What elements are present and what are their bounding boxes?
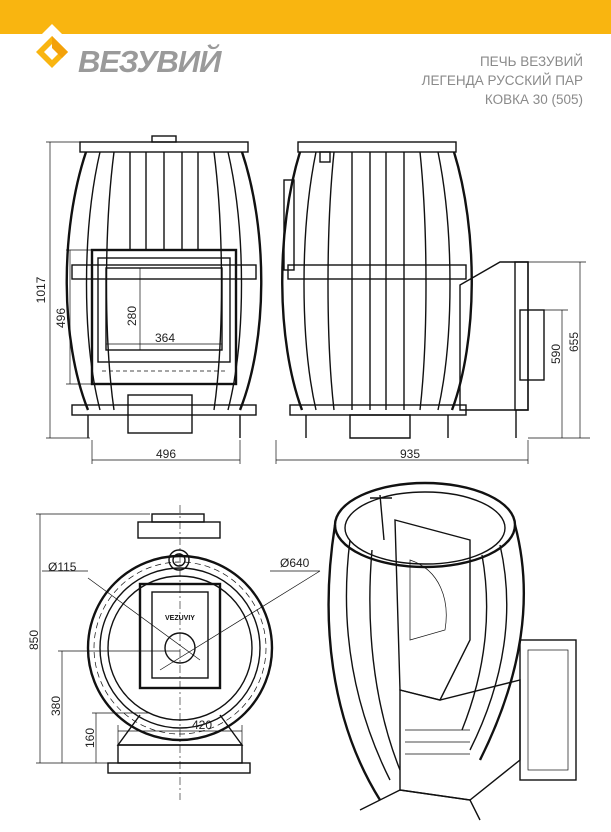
isometric-view [327,481,577,821]
dim-front-height: 1017 [34,276,48,303]
dim-chimney-diameter: Ø115 [48,560,77,574]
dim-flue-590: 590 [549,344,563,364]
header-accent-bar [0,0,611,34]
title-line-2: ЛЕГЕНДА РУССКИЙ ПАР [421,73,583,88]
dim-depth: 850 [27,630,41,650]
dim-tunnel-width: 420 [192,718,212,732]
title-line-3: КОВКА 30 (505) [484,92,583,107]
dim-tunnel-height: 160 [83,728,97,748]
front-view: 1017 496 280 364 496 [34,135,263,464]
dim-chimney-offset: 380 [49,696,63,716]
product-title: ПЕЧЬ ВЕЗУВИЙ ЛЕГЕНДА РУССКИЙ ПАР КОВКА 3… [422,52,583,109]
brand-logo-icon [30,24,74,68]
dim-body-diameter: Ø640 [280,556,310,570]
dim-door-height: 496 [54,308,68,328]
dim-glass-width: 364 [155,331,175,345]
dim-glass-height: 280 [125,306,139,326]
brand-name: ВЕЗУВИЙ [78,44,221,79]
top-view: VEZUVIY Ø115 Ø640 850 380 160 420 [27,505,321,800]
dim-front-width: 496 [156,447,176,461]
title-line-1: ПЕЧЬ ВЕЗУВИЙ [479,54,583,69]
dim-side-length: 935 [400,447,420,461]
dim-flue-655: 655 [567,332,581,352]
side-view: 935 590 655 [275,141,590,464]
